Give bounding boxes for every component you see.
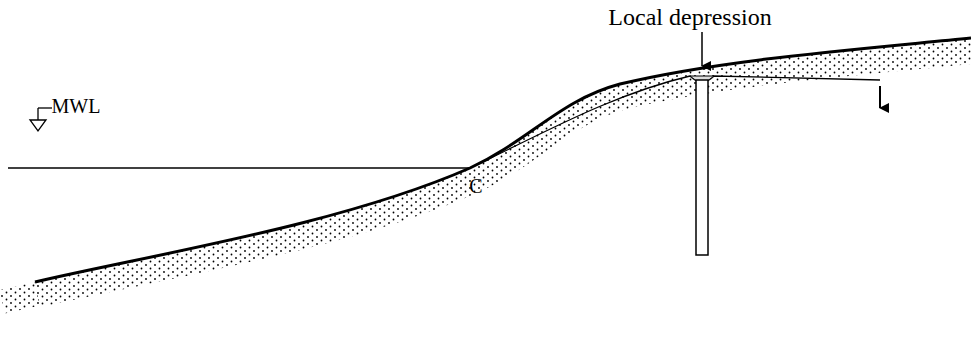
callout-label: Local depression: [608, 5, 771, 29]
point-label: C: [469, 176, 482, 196]
water-line: [8, 167, 470, 169]
ground-surface: [35, 38, 971, 282]
well-pipe: [696, 80, 708, 255]
falling-arrow: [879, 86, 881, 108]
water-level-label: MWL: [52, 96, 101, 116]
water-level-symbol: [30, 108, 52, 131]
sand-layer: [0, 42, 971, 292]
leader-arrow: [701, 32, 703, 66]
groundwater-table: [470, 76, 880, 168]
